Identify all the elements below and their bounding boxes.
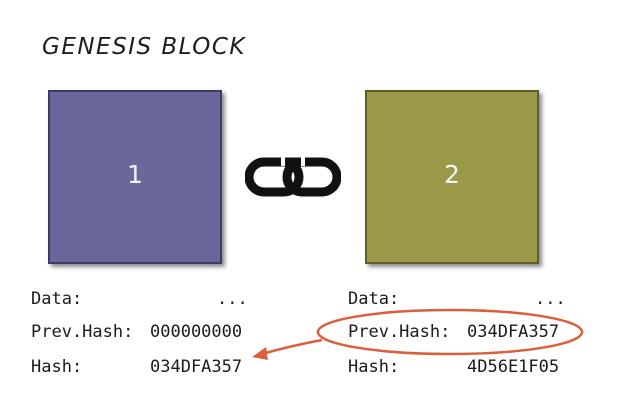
block-1-hash-label: Hash: — [31, 357, 83, 377]
block-1-data-label: Data: — [31, 289, 83, 309]
arrow-head-icon — [252, 347, 268, 360]
block-1-prev-hash-value: 000000000 — [150, 322, 243, 342]
block-1: 1 — [48, 90, 222, 264]
block-2: 2 — [365, 90, 539, 264]
block-1-hash-value: 034DFA357 — [150, 357, 243, 377]
block-1-number: 1 — [127, 160, 143, 189]
block-2-data-value: ... — [535, 289, 566, 309]
block-1-prev-hash-label: Prev.Hash: — [31, 322, 134, 342]
hash-link-arrow — [261, 338, 323, 356]
block-2-data-label: Data: — [348, 289, 400, 309]
diagram-title: GENESIS BLOCK — [42, 34, 247, 60]
block-2-hash-value: 4D56E1F05 — [467, 357, 560, 377]
chain-link-icon — [245, 156, 341, 197]
block-2-number: 2 — [444, 160, 460, 189]
block-2-prev-hash-value: 034DFA357 — [467, 322, 560, 342]
block-2-prev-hash-label: Prev.Hash: — [348, 322, 451, 342]
block-2-hash-label: Hash: — [348, 357, 400, 377]
block-1-data-value: ... — [217, 289, 248, 309]
